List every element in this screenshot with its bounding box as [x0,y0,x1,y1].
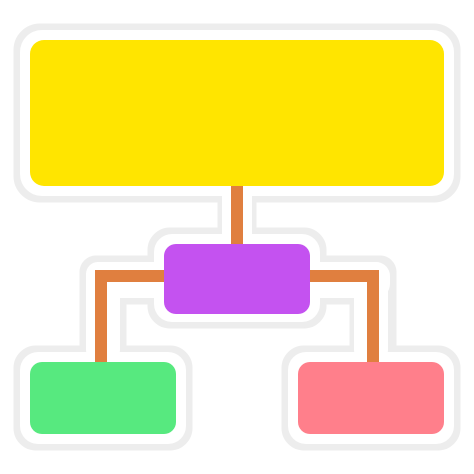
left-box [30,362,176,434]
connector-to-right [367,270,379,364]
middle-box [164,244,310,314]
right-box [298,362,444,434]
connector-to-left [95,270,107,364]
top-box [30,40,444,186]
connector-top-to-middle [231,184,243,246]
